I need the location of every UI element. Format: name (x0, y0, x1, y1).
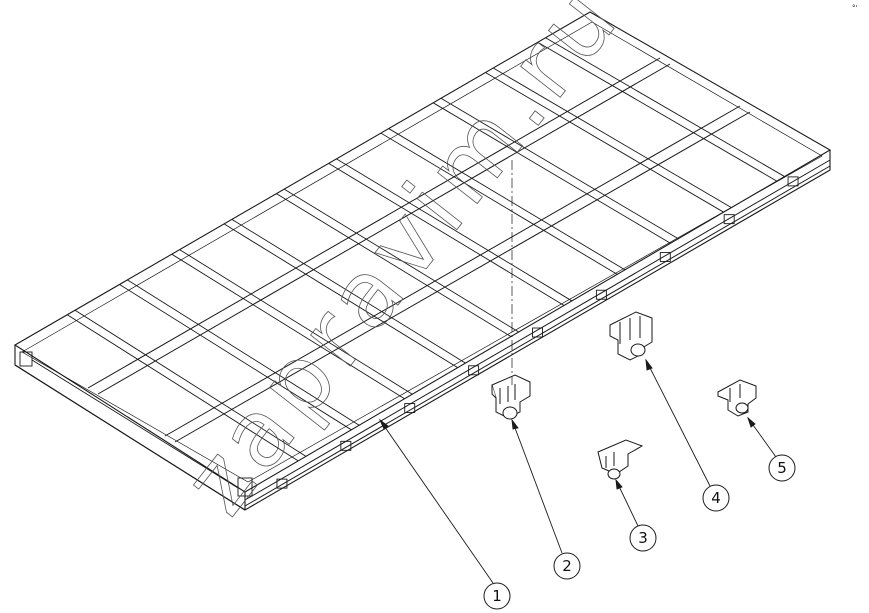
cross-member-line (67, 314, 299, 462)
support-bracket-part-3 (597, 439, 644, 480)
rail-bracket (595, 289, 607, 300)
cross-member-line (485, 72, 724, 213)
watermark: zapravim.ru (163, 0, 642, 534)
callout-4-label: 4 (711, 489, 721, 507)
cross-member-line (171, 253, 405, 400)
cross-member-line (179, 249, 413, 395)
leader-lines (378, 358, 777, 584)
cross-member-line (284, 188, 520, 333)
longitudinal-beams (87, 57, 751, 443)
callout-1-label: 1 (492, 587, 502, 605)
rail-brackets (276, 176, 799, 489)
cross-member-line (231, 219, 466, 364)
side-rail (244, 159, 831, 507)
rail-bracket (404, 403, 416, 414)
support-bracket-part-4 (609, 311, 653, 361)
corner-mark: °' (852, 4, 858, 12)
front-end-frame (19, 351, 253, 497)
cross-member-line (432, 102, 671, 244)
rail-bracket (532, 327, 543, 338)
callout-5: 5 (768, 454, 796, 482)
rail-bracket (723, 214, 735, 225)
cross-member-line (537, 41, 778, 182)
support-bracket-part-5 (717, 379, 757, 417)
rail-bracket (659, 251, 671, 262)
callout-1: 1 (483, 582, 511, 610)
cross-member-line (336, 158, 573, 302)
cross-member-line (380, 132, 618, 275)
deck-frame (13, 11, 832, 511)
cross-member-line (440, 98, 679, 240)
callout-3: 3 (629, 524, 657, 552)
callout-2-label: 2 (562, 557, 572, 575)
cross-member-line (223, 223, 458, 369)
cross-member-line (328, 162, 565, 306)
cross-member-line (127, 279, 360, 426)
rail-bracket (340, 440, 352, 451)
callout-5-label: 5 (777, 459, 787, 477)
callout-3-label: 3 (638, 529, 648, 547)
rail-bracket (468, 365, 480, 376)
cross-members (67, 37, 786, 462)
rail-bracket (787, 176, 799, 187)
support-bracket-part-2 (491, 374, 531, 420)
cross-member-line (388, 128, 626, 271)
cross-member-line (119, 284, 352, 431)
cross-member-line (276, 193, 512, 337)
cross-member-line (493, 67, 732, 209)
rail-bracket (276, 478, 288, 489)
cross-member-line (545, 37, 786, 178)
cross-member-line (75, 309, 307, 457)
callout-4: 4 (702, 484, 730, 512)
callout-2: 2 (553, 552, 581, 580)
